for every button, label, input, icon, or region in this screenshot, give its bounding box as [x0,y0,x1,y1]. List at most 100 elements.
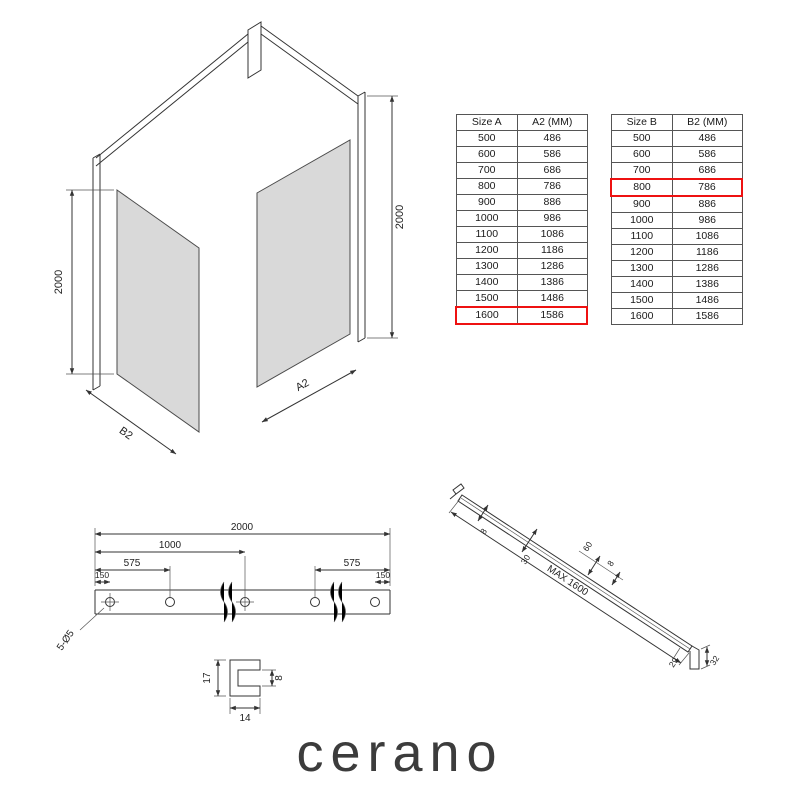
holes-callout: 5-Ø5 [55,607,105,653]
table-cell: 800 [455,178,518,195]
table-cell: 486 [672,130,743,147]
left-height-dimension: 2000 [53,189,114,375]
table-cell: 986 [517,210,588,227]
table-cell: 1386 [517,274,588,291]
column-header: Size A [455,114,518,131]
rail-right-spacing-label: 575 [344,558,361,569]
table-cell: 986 [672,212,743,229]
table-cell: 586 [672,146,743,163]
table-cell: 500 [455,130,518,147]
hole [370,597,380,607]
table-cell: 1186 [517,242,588,259]
table-cell: 1086 [517,226,588,243]
rail-total-length-label: 2000 [231,522,254,533]
table-cell: 500 [610,130,673,147]
wall-rail-drawing: 2000 1000 575 575 150 150 5-Ø5 [55,522,391,724]
table-cell: 1086 [672,228,743,245]
table-cell: 600 [610,146,673,163]
c-profile-shape [229,659,261,697]
table-cell: 1000 [610,212,673,229]
table-cell: 900 [455,194,518,211]
table-cell: 700 [610,162,673,180]
table-cell: 1500 [610,292,673,309]
column-header: Size B [610,114,673,131]
dim-8a-label: 8 [478,526,489,536]
wall-bracket-end [689,645,700,670]
table-cell: 1400 [455,274,518,291]
top-rail-left [95,33,249,167]
rail-left-end-label: 150 [95,570,109,580]
dim-8b-label: 8 [605,558,616,568]
dim-60-label: 60 [581,539,595,553]
top-rail-right [260,25,359,105]
support-bar-drawing: MAX 1600 8 30 60 8 29 32 [448,483,721,670]
profile-height-label: 17 [202,672,213,684]
table-cell: 700 [455,162,518,179]
rail-575-right-dimension: 575 [314,558,391,597]
table-cell: 1586 [672,308,743,325]
table-cell: 1200 [610,244,673,261]
bracket-dimensions: 29 32 [667,644,721,670]
top-corner-post [247,21,262,79]
dim-29-label: 29 [667,655,681,669]
left-wall-profile [92,153,101,391]
table-cell: 1286 [517,258,588,275]
table-cell: 486 [517,130,588,147]
table-cell: 686 [517,162,588,179]
rail-left-spacing-label: 575 [124,558,141,569]
rail-center-dimension: 1000 [94,540,246,555]
rail-body [94,589,391,615]
column-header: B2 (MM) [672,114,743,131]
table-cell: 1600 [610,308,673,325]
right-wall-profile [357,91,366,343]
table-cell: 1400 [610,276,673,293]
table-cell: 1486 [517,290,588,308]
rail-break-lines [220,581,346,623]
rail-575-left-dimension: 575 [94,558,171,597]
table-cell: 1000 [455,210,518,227]
right-height-label: 2000 [394,205,406,229]
table-cell: 1486 [672,292,743,309]
table-cell: 1286 [672,260,743,277]
right-height-dimension: 2000 [367,95,406,339]
profile-width-label: 14 [239,713,251,724]
table-cell: 900 [610,195,673,213]
profile-slot-label: 8 [274,675,285,681]
table-cell: 1500 [455,290,518,308]
holes-label: 5-Ø5 [55,628,77,653]
max-length-label: MAX 1600 [545,563,590,598]
table-cell: 600 [455,146,518,163]
rail-holes [101,556,380,611]
rail-150-left-dimension: 150 [94,570,111,585]
table-cell: 1100 [610,228,673,245]
clamp-tail [449,493,457,500]
table-cell: 786 [517,178,588,195]
right-glass-panel [256,139,351,388]
rail-center-distance-label: 1000 [159,540,182,551]
left-glass-panel [116,189,200,433]
small-dimensions: 8 30 60 8 [477,504,624,586]
table-cell: 686 [672,162,743,180]
rail-150-right-dimension: 150 [374,570,390,585]
b2-label: B2 [117,425,135,443]
